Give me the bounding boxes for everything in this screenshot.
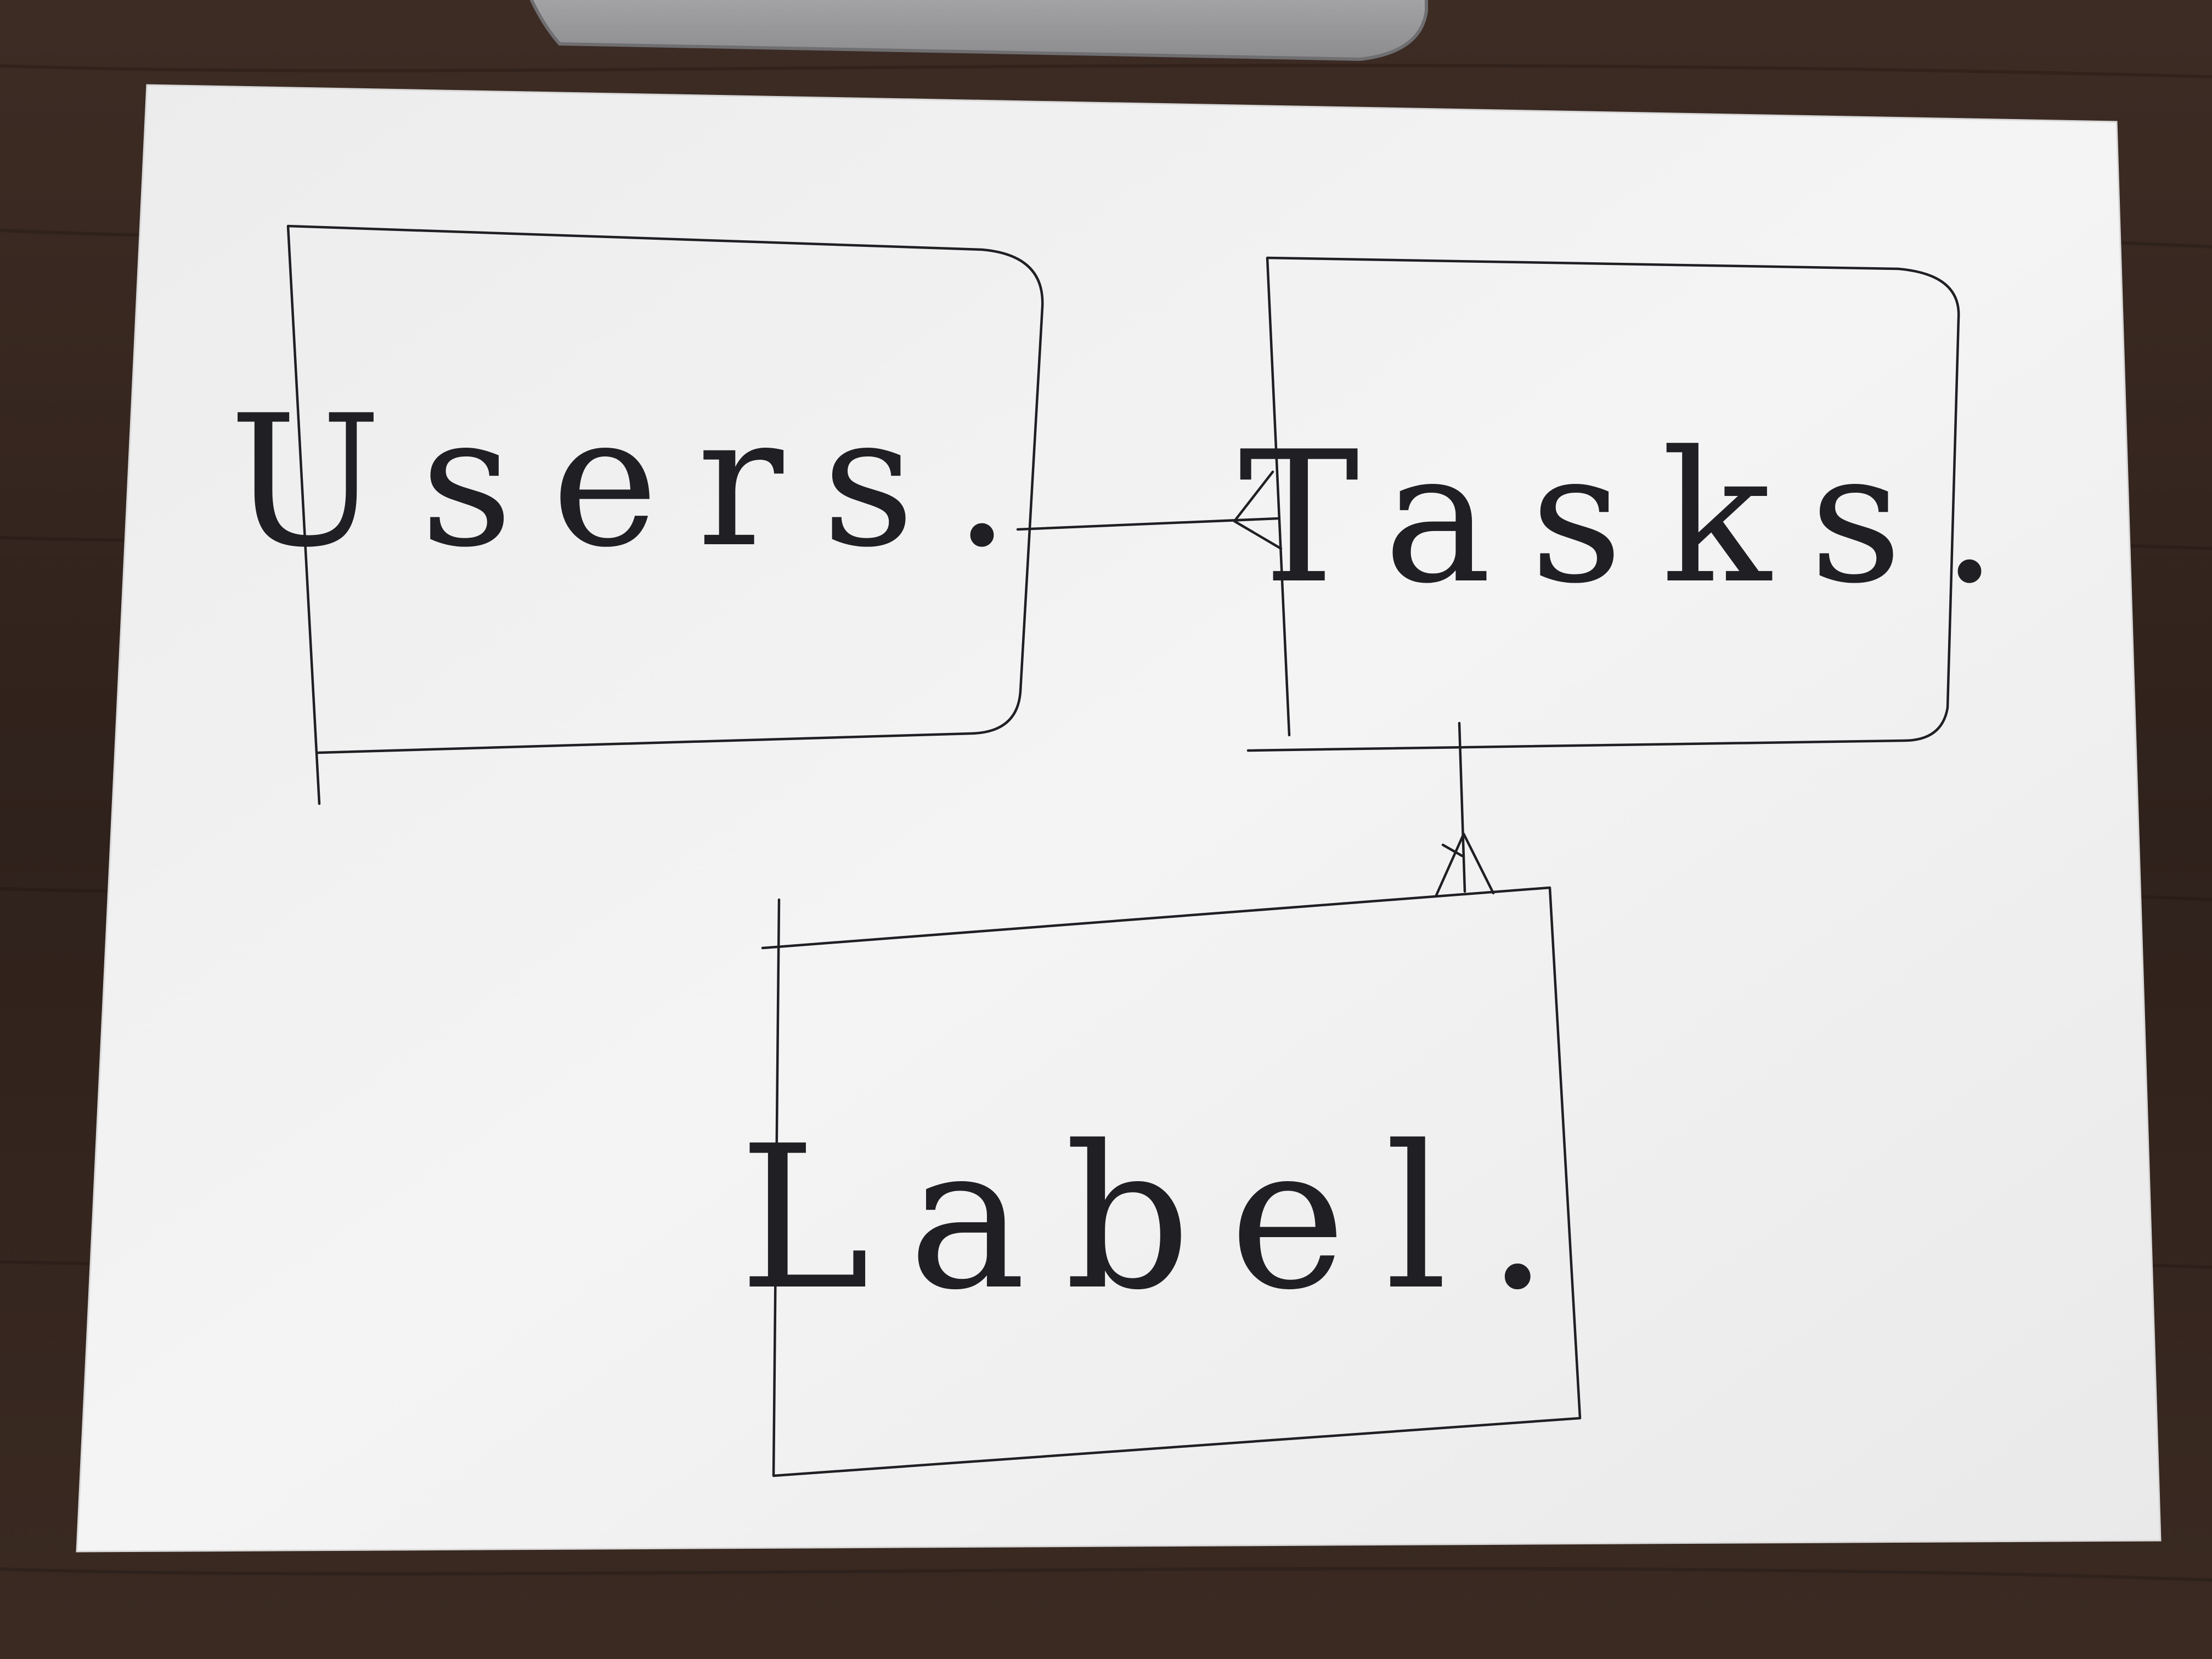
entity-label: Label. [739,886,1588,1477]
entity-users-label: Users. [229,376,1049,587]
relationship-tasks-label [1435,721,1495,897]
laptop-corner [529,0,1428,61]
relationship-line-tasks-label [1458,721,1466,893]
entity-users: Users. [229,224,1049,805]
entity-tasks: Tasks. [1239,256,2037,752]
entity-users-box [286,224,1044,805]
entity-label-box [761,886,1582,1477]
crows-foot-at-label [1435,832,1495,897]
relationship-users-tasks [1016,470,1283,550]
entity-tasks-box [1246,256,1960,752]
entity-tasks-label: Tasks. [1239,413,2037,623]
crows-foot-at-tasks [1233,470,1283,550]
entity-label-label: Label. [739,1103,1588,1333]
paper-sheet [76,84,2162,1553]
